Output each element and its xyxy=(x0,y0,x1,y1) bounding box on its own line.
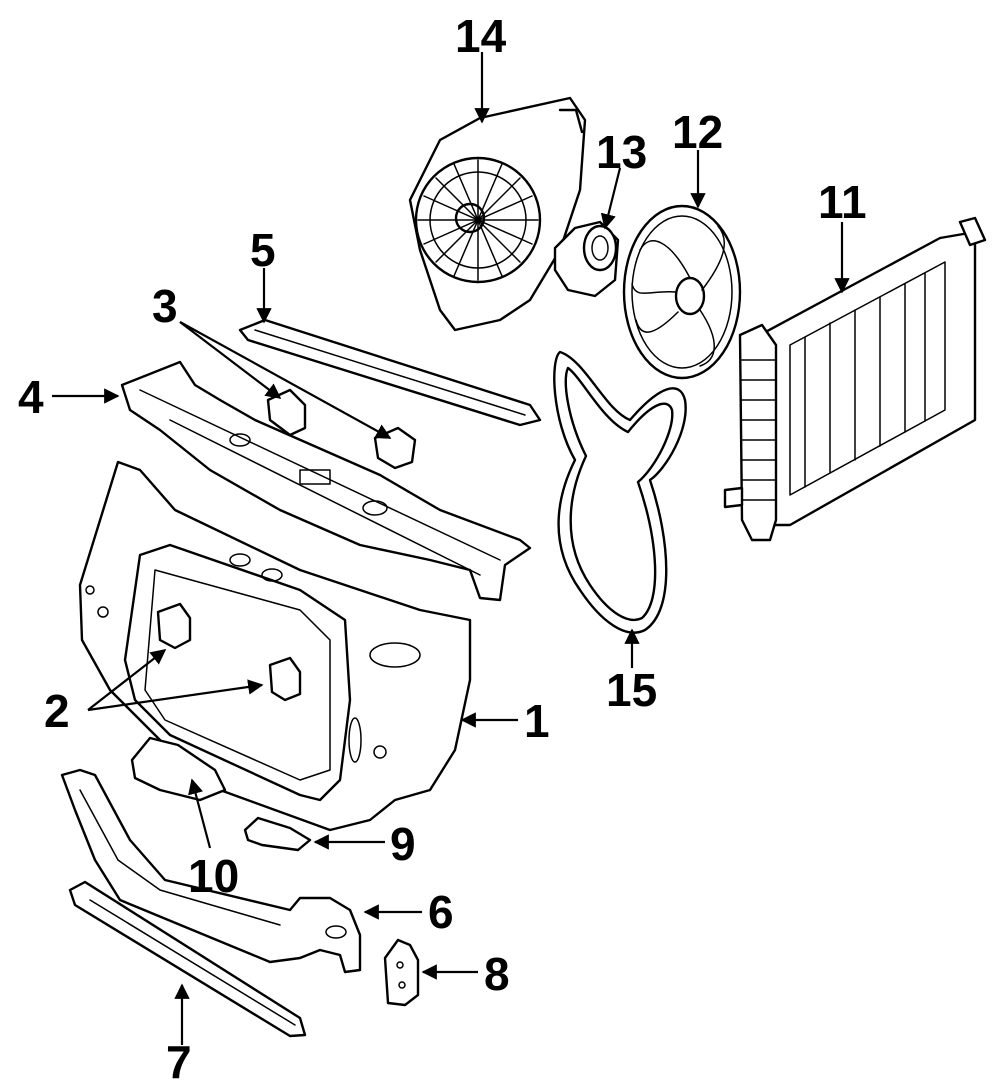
upper-tie-bar-part xyxy=(120,360,532,602)
callout-14: 14 xyxy=(455,10,507,62)
callout-leaders xyxy=(52,52,850,1045)
fan-shroud-part xyxy=(408,96,587,332)
fan-blade-part xyxy=(622,204,742,380)
callout-9: 9 xyxy=(390,818,416,870)
callout-2: 2 xyxy=(44,685,70,737)
callout-13: 13 xyxy=(596,126,647,178)
radiator-part xyxy=(723,216,987,542)
callout-3: 3 xyxy=(152,280,178,332)
callout-12: 12 xyxy=(672,106,723,158)
latch-part xyxy=(243,816,312,852)
callout-7: 7 xyxy=(166,1036,192,1088)
callout-11: 11 xyxy=(818,176,867,228)
lower-support-part xyxy=(60,768,362,974)
callout-numbers: 1 2 3 4 5 6 7 8 9 10 11 12 13 14 15 xyxy=(18,10,867,1088)
callout-15: 15 xyxy=(606,664,657,716)
callout-1: 1 xyxy=(524,695,550,747)
callout-8: 8 xyxy=(484,948,510,1000)
fan-motor-part xyxy=(553,220,620,298)
plate-part xyxy=(383,938,420,1007)
callout-6: 6 xyxy=(428,886,454,938)
callout-5: 5 xyxy=(250,224,276,276)
deflector-part xyxy=(68,880,307,1038)
callout-10: 10 xyxy=(188,850,239,902)
bracket-lower-part xyxy=(156,602,302,702)
callout-4: 4 xyxy=(18,371,44,423)
drive-belt-part xyxy=(553,350,687,634)
